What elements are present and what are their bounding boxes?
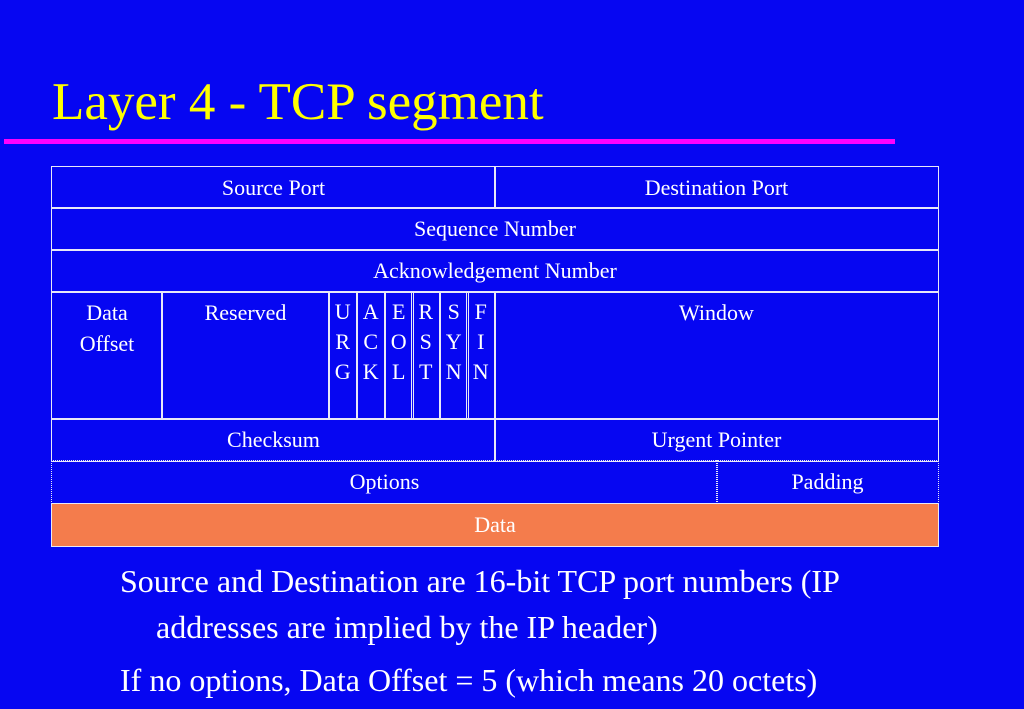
- flag-char: Y: [445, 329, 462, 354]
- slide-title: Layer 4 - TCP segment: [52, 73, 544, 131]
- flag-char: N: [445, 359, 462, 384]
- bullet-1-line-2: addresses are implied by the IP header): [156, 609, 658, 645]
- field-options: Options: [51, 460, 718, 504]
- flag-char: I: [477, 329, 485, 354]
- flag-char: F: [474, 299, 487, 324]
- flag-char: C: [363, 329, 379, 354]
- field-padding: Padding: [716, 460, 939, 504]
- flag-char: N: [472, 359, 489, 384]
- flag-char: G: [334, 359, 351, 384]
- flag-char: U: [334, 299, 351, 324]
- field-source-port: Source Port: [51, 166, 496, 209]
- flag-char: L: [392, 359, 406, 384]
- bullet-1-line-1: Source and Destination are 16-bit TCP po…: [120, 563, 840, 599]
- field-checksum: Checksum: [51, 418, 496, 462]
- flag-char: O: [390, 329, 407, 354]
- flag-char: R: [335, 329, 351, 354]
- field-destination-port: Destination Port: [494, 166, 939, 209]
- bullet-2: If no options, Data Offset = 5 (which me…: [120, 662, 818, 698]
- flag-char: E: [392, 299, 406, 324]
- field-data: Data: [51, 503, 939, 547]
- flag-char: S: [419, 329, 432, 354]
- field-window: Window: [494, 291, 939, 420]
- flag-char: R: [418, 299, 434, 324]
- flag-char: S: [447, 299, 460, 324]
- flag-char: K: [362, 359, 379, 384]
- title-underline: [4, 139, 895, 144]
- flag-char: A: [362, 299, 379, 324]
- field-reserved: Reserved: [161, 291, 330, 420]
- field-urgent-pointer: Urgent Pointer: [494, 418, 939, 462]
- field-sequence-number: Sequence Number: [51, 207, 939, 251]
- flag-char: T: [419, 359, 433, 384]
- field-data-offset: Data Offset: [51, 291, 163, 420]
- field-acknowledgement-number: Acknowledgement Number: [51, 249, 939, 293]
